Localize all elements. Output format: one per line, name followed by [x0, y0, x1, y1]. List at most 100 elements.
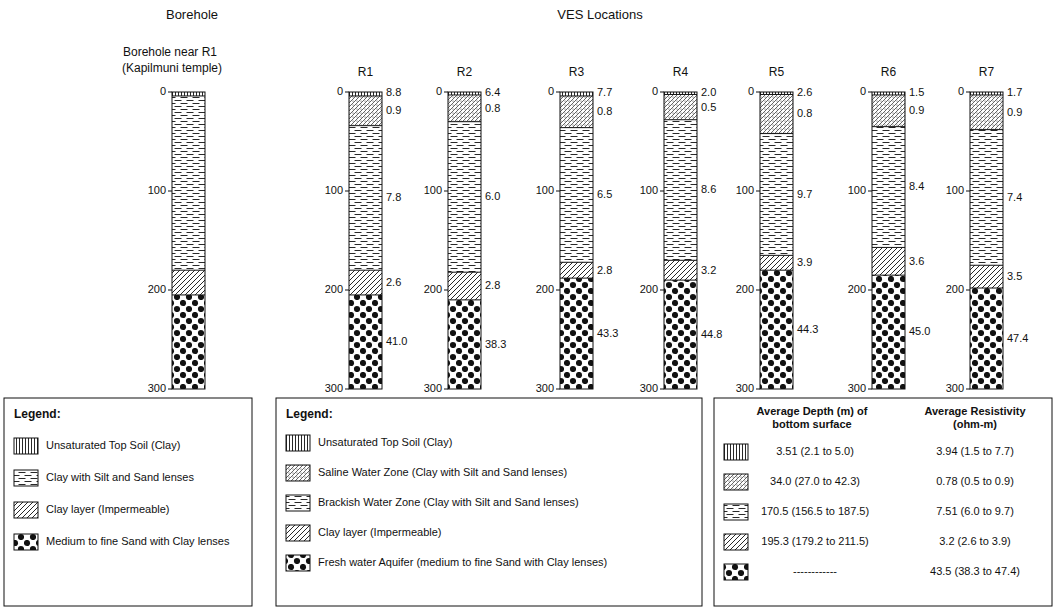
resistivity-value: 0.9 [909, 104, 924, 117]
legend-swatch [286, 525, 310, 541]
column-outline [349, 92, 382, 389]
layer-fill [872, 275, 905, 389]
legend-box [276, 398, 702, 606]
layer-boundary [872, 94, 905, 95]
section-heading: VES Locations [557, 7, 642, 23]
table-cell: 7.51 (6.0 to 9.7) [936, 505, 1014, 518]
layer-fill [560, 128, 593, 263]
layer-fill [448, 95, 481, 122]
depth-tick [444, 389, 448, 390]
legend-entry: Saline Water Zone (Clay with Silt and Sa… [318, 466, 567, 479]
layer-boundary [760, 133, 793, 134]
table-cell: 3.2 (2.6 to 3.9) [939, 535, 1011, 548]
resistivity-value: 0.8 [797, 107, 812, 120]
resistivity-value: 0.9 [1007, 106, 1022, 119]
depth-tick [756, 92, 760, 93]
resistivity-value: 3.2 [701, 264, 716, 277]
resistivity-value: 2.8 [485, 279, 500, 292]
legend-entry: Brackish Water Zone (Clay with Silt and … [318, 496, 579, 509]
layer-fill [172, 295, 205, 389]
ves-station-label: R1 [358, 65, 373, 79]
ves-station-label: R7 [979, 65, 994, 79]
legend-entry: Medium to fine Sand with Clay lenses [46, 535, 229, 548]
depth-tick-label: 300 [640, 382, 658, 395]
layer-fill [664, 280, 697, 389]
depth-tick [868, 290, 872, 291]
depth-tick [556, 191, 560, 192]
depth-tick-label: 300 [325, 382, 343, 395]
layer-boundary [448, 94, 481, 95]
depth-tick-label: 300 [848, 382, 866, 395]
resistivity-value: 3.5 [1007, 270, 1022, 283]
layer-fill [448, 300, 481, 389]
legend-swatch [286, 465, 310, 481]
depth-tick-label: 0 [436, 85, 442, 98]
depth-tick-label: 200 [148, 283, 166, 296]
depth-tick [966, 92, 970, 93]
layer-fill [349, 92, 382, 96]
layer-boundary [172, 95, 205, 96]
depth-tick [868, 389, 872, 390]
layer-boundary [872, 247, 905, 248]
resistivity-value: 0.8 [485, 102, 500, 115]
layer-fill [448, 122, 481, 272]
resistivity-value: 45.0 [909, 325, 930, 338]
resistivity-value: 38.3 [485, 338, 506, 351]
resistivity-value: 47.4 [1007, 332, 1028, 345]
resistivity-value: 0.5 [701, 101, 716, 114]
table-cell: 34.0 (27.0 to 42.3) [770, 475, 860, 488]
depth-tick [756, 290, 760, 291]
resistivity-value: 3.6 [909, 255, 924, 268]
depth-tick [345, 290, 349, 291]
layer-fill [349, 96, 382, 126]
resistivity-value: 8.4 [909, 180, 924, 193]
legend-swatch [724, 474, 748, 490]
ves-station-label: R4 [673, 65, 688, 79]
legend-swatch [14, 534, 38, 550]
depth-tick [966, 389, 970, 390]
legend-swatch [286, 435, 310, 451]
depth-tick [868, 191, 872, 192]
resistivity-value: 43.3 [597, 327, 618, 340]
legend-swatch [724, 504, 748, 520]
layer-boundary [448, 121, 481, 122]
layer-boundary [172, 270, 205, 271]
depth-tick [966, 290, 970, 291]
depth-tick [444, 290, 448, 291]
resistivity-value: 6.4 [485, 86, 500, 99]
depth-tick-label: 200 [424, 283, 442, 296]
layer-fill [970, 288, 1003, 389]
layer-boundary [349, 294, 382, 295]
depth-tick-label: 0 [548, 85, 554, 98]
depth-tick [444, 92, 448, 93]
depth-tick-label: 200 [848, 283, 866, 296]
legend-swatch [286, 555, 310, 571]
resistivity-value: 9.7 [797, 188, 812, 201]
layer-fill [664, 94, 697, 119]
legend-swatch [14, 502, 38, 518]
legend-entry: Clay layer (Impermeable) [318, 526, 441, 539]
legend-entry: Unsaturated Top Soil (Clay) [46, 439, 180, 452]
depth-tick [168, 389, 172, 390]
layer-fill [172, 96, 205, 270]
layer-boundary [560, 262, 593, 263]
depth-tick-label: 100 [536, 184, 554, 197]
legend-entry: Unsaturated Top Soil (Clay) [318, 436, 452, 449]
depth-tick [756, 389, 760, 390]
layer-boundary [970, 94, 1003, 95]
layer-boundary [349, 95, 382, 96]
depth-tick-label: 200 [640, 283, 658, 296]
legend-swatch [724, 534, 748, 550]
table-cell: 43.5 (38.3 to 47.4) [930, 565, 1020, 578]
layer-boundary [970, 288, 1003, 289]
resistivity-value: 2.0 [701, 86, 716, 99]
legend-swatch [14, 470, 38, 486]
resistivity-value: 7.8 [386, 191, 401, 204]
resistivity-value: 2.8 [597, 264, 612, 277]
depth-tick [168, 191, 172, 192]
depth-tick-label: 300 [736, 382, 754, 395]
legend-swatch [724, 564, 748, 580]
layer-boundary [664, 280, 697, 281]
